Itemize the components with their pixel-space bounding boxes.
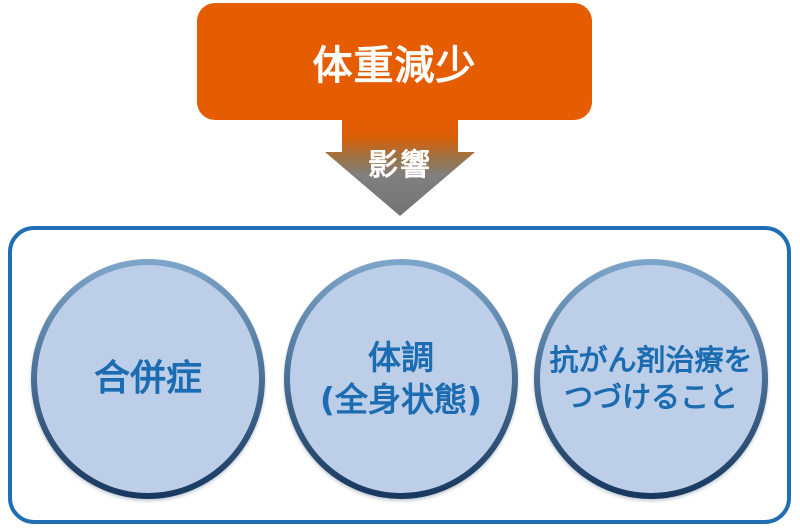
cause-label: 体重減少 — [312, 42, 477, 89]
effects-box: 合併症 体調 (全身状態) 抗がん剤治療を つづけること — [8, 226, 791, 524]
effect-label-line: 合併症 — [93, 357, 202, 399]
effect-label-line: つづけること — [563, 380, 738, 414]
effect-label-line: 体調 — [367, 337, 434, 377]
arrow-label: 影響 — [368, 148, 432, 183]
effect-label-line: 抗がん剤治療を — [549, 342, 753, 377]
effect-circle-chemotherapy: 抗がん剤治療を つづけること — [534, 259, 768, 499]
effect-label-complications: 合併症 — [94, 356, 202, 402]
effect-label-line: (全身状態) — [319, 380, 483, 419]
down-arrow-icon — [325, 120, 475, 216]
cause-box: 体重減少 — [197, 3, 592, 120]
effect-circle-complications: 合併症 — [31, 259, 265, 499]
down-arrow-shape — [325, 120, 475, 216]
effect-circle-condition: 体調 (全身状態) — [284, 259, 518, 499]
effect-label-condition: 体調 (全身状態) — [320, 337, 482, 421]
effect-label-chemotherapy: 抗がん剤治療を つづけること — [549, 342, 752, 416]
